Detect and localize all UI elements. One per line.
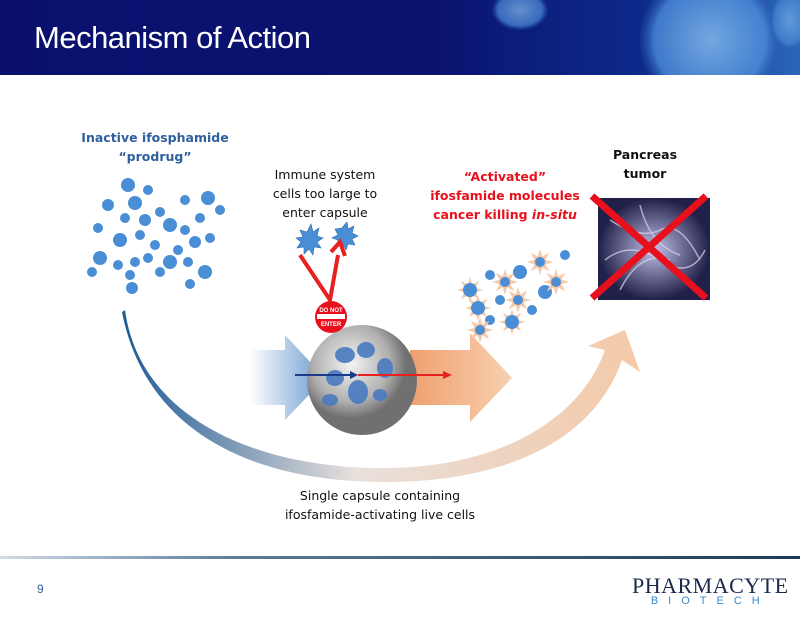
prodrug-dot: [135, 230, 145, 240]
capsule-label: Single capsule containing ifosfamide-act…: [250, 486, 510, 524]
prodrug-dot: [185, 279, 195, 289]
capsule-sphere: [307, 325, 417, 435]
footer-divider: [0, 556, 800, 559]
prodrug-dot: [205, 233, 215, 243]
activated-text: cancer killing: [433, 207, 532, 222]
activated-dot: [505, 315, 519, 329]
prodrug-dot: [125, 270, 135, 280]
deflect-arrow: [298, 253, 340, 306]
prodrug-dot: [163, 255, 177, 269]
prodrug-dot: [139, 214, 151, 226]
activated-dot: [485, 270, 495, 280]
prodrug-dot: [155, 267, 165, 277]
immune-cell-icon: [295, 221, 359, 256]
prodrug-dot: [150, 240, 160, 250]
prodrug-line-2: “prodrug”: [118, 149, 192, 164]
activated-line-2: ifosfamide molecules: [430, 188, 580, 203]
prodrug-dot: [201, 191, 215, 205]
activated-dot: [560, 250, 570, 260]
prodrug-dot: [93, 223, 103, 233]
activated-line-1: “Activated”: [463, 169, 547, 184]
prodrug-dot: [126, 282, 138, 294]
prodrug-dot: [128, 196, 142, 210]
activated-dot: [475, 325, 485, 335]
logo-line-2: BIOTECH: [650, 595, 770, 607]
activated-label: “Activated” ifosfamide molecules cancer …: [410, 167, 600, 224]
header-banner: Mechanism of Action: [0, 0, 800, 75]
sign-text-top: DO NOT: [319, 308, 343, 314]
capsule-line-2: ifosfamide-activating live cells: [284, 507, 476, 522]
activated-dot: [471, 301, 485, 315]
activated-dot: [500, 277, 510, 287]
page-title: Mechanism of Action: [34, 20, 311, 55]
tumor-line-1: Pancreas: [612, 147, 678, 162]
capsule-line-1: Single capsule containing: [299, 488, 461, 503]
tumor-line-2: tumor: [623, 166, 667, 181]
activated-dot: [513, 265, 527, 279]
activated-dot: [513, 295, 523, 305]
prodrug-molecules: [87, 178, 225, 294]
prodrug-dot: [87, 267, 97, 277]
prodrug-dot: [120, 213, 130, 223]
prodrug-dot: [163, 218, 177, 232]
cross-out-icon: [589, 193, 709, 301]
in-situ-text: in-situ: [531, 207, 577, 222]
input-arrow: [250, 335, 325, 420]
mechanism-diagram: DO NOT ENTER: [87, 178, 710, 482]
prodrug-dot: [180, 225, 190, 235]
immune-label: Immune system cells too large to enter c…: [240, 165, 410, 222]
sign-text-bottom: ENTER: [321, 322, 342, 328]
prodrug-dot: [155, 207, 165, 217]
prodrug-dot: [143, 185, 153, 195]
prodrug-dot: [183, 257, 193, 267]
prodrug-dot: [180, 195, 190, 205]
immune-line-1: Immune system: [274, 167, 376, 182]
prodrug-dot: [113, 260, 123, 270]
activated-dot: [535, 257, 545, 267]
activated-line-3: cancer killing in-situ: [410, 205, 600, 224]
activated-dot: [551, 277, 561, 287]
logo-line-1: PHARMACYTE: [632, 573, 789, 598]
immune-line-2: cells too large to: [272, 186, 378, 201]
activated-dot: [527, 305, 537, 315]
prodrug-dot: [113, 233, 127, 247]
prodrug-dot: [195, 213, 205, 223]
prodrug-dot: [173, 245, 183, 255]
prodrug-dot: [130, 257, 140, 267]
activated-molecules: [457, 249, 570, 343]
prodrug-dot: [189, 236, 201, 248]
activated-dot: [463, 283, 477, 297]
prodrug-line-1: Inactive ifosphamide: [81, 130, 229, 145]
activated-dot: [495, 295, 505, 305]
page-number: 9: [37, 582, 44, 596]
immune-line-3: enter capsule: [282, 205, 368, 220]
prodrug-dot: [198, 265, 212, 279]
cell-decoration-icon: [492, 0, 800, 75]
prodrug-dot: [102, 199, 114, 211]
prodrug-dot: [121, 178, 135, 192]
prodrug-dot: [143, 253, 153, 263]
prodrug-dot: [215, 205, 225, 215]
tumor-label: Pancreas tumor: [595, 145, 695, 183]
prodrug-label: Inactive ifosphamide “prodrug”: [60, 128, 250, 166]
prodrug-dot: [93, 251, 107, 265]
company-logo: PHARMACYTE BIOTECH: [632, 573, 789, 607]
output-arrow: [410, 333, 512, 422]
